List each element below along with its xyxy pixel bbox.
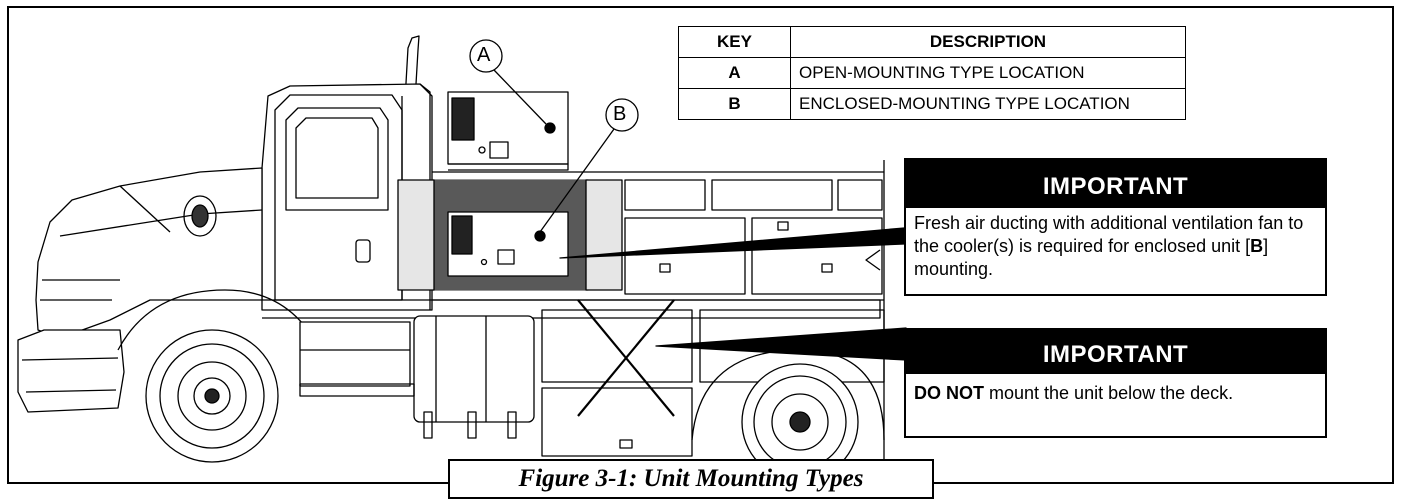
important-text-bold: B <box>1250 236 1264 256</box>
important-text: Fresh air ducting with additional ventil… <box>906 208 1325 285</box>
callout-a-label: A <box>477 44 491 66</box>
truck-hood <box>35 167 263 339</box>
key-cell: B <box>678 88 791 120</box>
unit-b-enclosed <box>447 211 569 277</box>
key-table: KEY DESCRIPTION A OPEN-MOUNTING TYPE LOC… <box>678 26 1186 120</box>
no-mount-x-mark <box>577 299 675 417</box>
table-row: A OPEN-MOUNTING TYPE LOCATION <box>678 57 1186 89</box>
important-notice-ventilation: IMPORTANT Fresh air ducting with additio… <box>904 158 1327 296</box>
important-text: DO NOT mount the unit below the deck. <box>906 374 1325 409</box>
important-text-bold: DO NOT <box>914 383 984 403</box>
callout-b <box>539 98 639 233</box>
figure-caption: Figure 3-1: Unit Mounting Types <box>448 459 934 499</box>
important-notice-below-deck: IMPORTANT DO NOT mount the unit below th… <box>904 328 1327 438</box>
frame-and-tanks <box>262 299 881 439</box>
description-cell: OPEN-MOUNTING TYPE LOCATION <box>790 57 1186 89</box>
description-header: DESCRIPTION <box>790 26 1186 58</box>
description-cell: ENCLOSED-MOUNTING TYPE LOCATION <box>790 88 1186 120</box>
callout-b-label: B <box>613 103 627 125</box>
callout-a <box>469 39 547 125</box>
important-text-part: ] mounting. <box>914 236 1269 279</box>
important-title: IMPORTANT <box>906 160 1325 208</box>
front-wheel <box>145 329 279 463</box>
front-bumper <box>17 329 125 413</box>
important-title: IMPORTANT <box>906 330 1325 374</box>
unit-a-open <box>447 91 569 171</box>
key-header: KEY <box>678 26 791 58</box>
key-table-header: KEY DESCRIPTION <box>678 26 1186 58</box>
important-text-part: Fresh air ducting with additional ventil… <box>914 213 1304 256</box>
pointer-important-2 <box>655 327 907 361</box>
table-row: B ENCLOSED-MOUNTING TYPE LOCATION <box>678 88 1186 120</box>
key-cell: A <box>678 57 791 89</box>
important-text-part: mount the unit below the deck. <box>984 383 1234 403</box>
